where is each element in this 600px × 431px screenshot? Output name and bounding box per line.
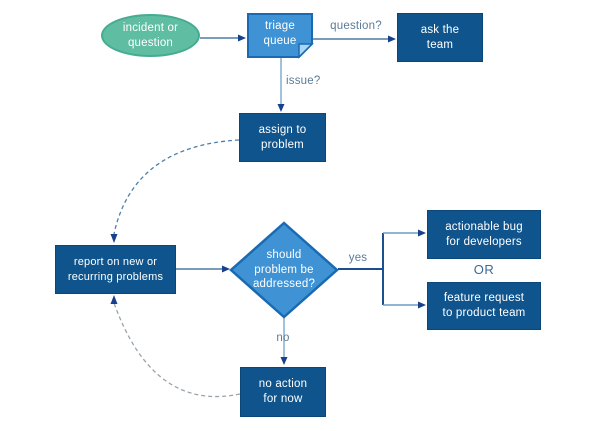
node-incident-label: incident or question (122, 21, 179, 49)
arrowhead-report-to-decision (222, 265, 230, 273)
node-decision-label: should problem be addressed? (252, 248, 316, 291)
node-triage-queue-shape (247, 13, 314, 59)
edge-label-question: question? (330, 20, 382, 32)
arrowhead-branch-to-feature (418, 301, 426, 309)
card-fold-corner (298, 43, 314, 59)
node-ask-the-team: ask the team (397, 13, 483, 62)
edge-assign-to-report-dashed (113, 139, 240, 235)
node-triage-label: triage queue (263, 20, 297, 47)
arrowhead-branch-to-bug (418, 229, 426, 237)
node-report-problems: report on new or recurring problems (55, 245, 176, 294)
node-no-action: no action for now (240, 367, 326, 417)
node-actionable-bug: actionable bug for developers (427, 210, 541, 259)
diamond-shape (229, 221, 339, 319)
node-decision-shape (229, 221, 339, 319)
node-assign-label: assign to problem (258, 123, 307, 151)
node-incident-or-question: incident or question (101, 14, 200, 57)
arrowhead-triage-to-assign (277, 104, 285, 112)
edge-noaction-to-report-dashed (113, 302, 241, 398)
node-report-label: report on new or recurring problems (67, 256, 164, 283)
node-triage-queue: triage queue (248, 14, 312, 54)
node-feature-label: feature request to product team (442, 292, 526, 319)
node-decision: should problem be addressed? (239, 231, 329, 309)
arrowhead-triage-to-ask (388, 35, 396, 43)
edge-label-no: no (276, 332, 290, 344)
or-connector-label: OR (473, 262, 495, 277)
edge-label-issue: issue? (286, 75, 321, 87)
arrowhead-assign-to-report (110, 234, 118, 243)
node-assign-to-problem: assign to problem (239, 113, 326, 162)
edge-label-yes: yes (348, 252, 368, 264)
arrowhead-noaction-to-report (110, 295, 118, 304)
node-feature-request: feature request to product team (427, 282, 541, 330)
node-ask-label: ask the team (420, 23, 460, 51)
node-bug-label: actionable bug for developers (445, 220, 523, 248)
arrowhead-incident-to-triage (238, 34, 246, 42)
arrowhead-decision-no (280, 357, 288, 365)
node-noaction-label: no action for now (258, 378, 308, 405)
